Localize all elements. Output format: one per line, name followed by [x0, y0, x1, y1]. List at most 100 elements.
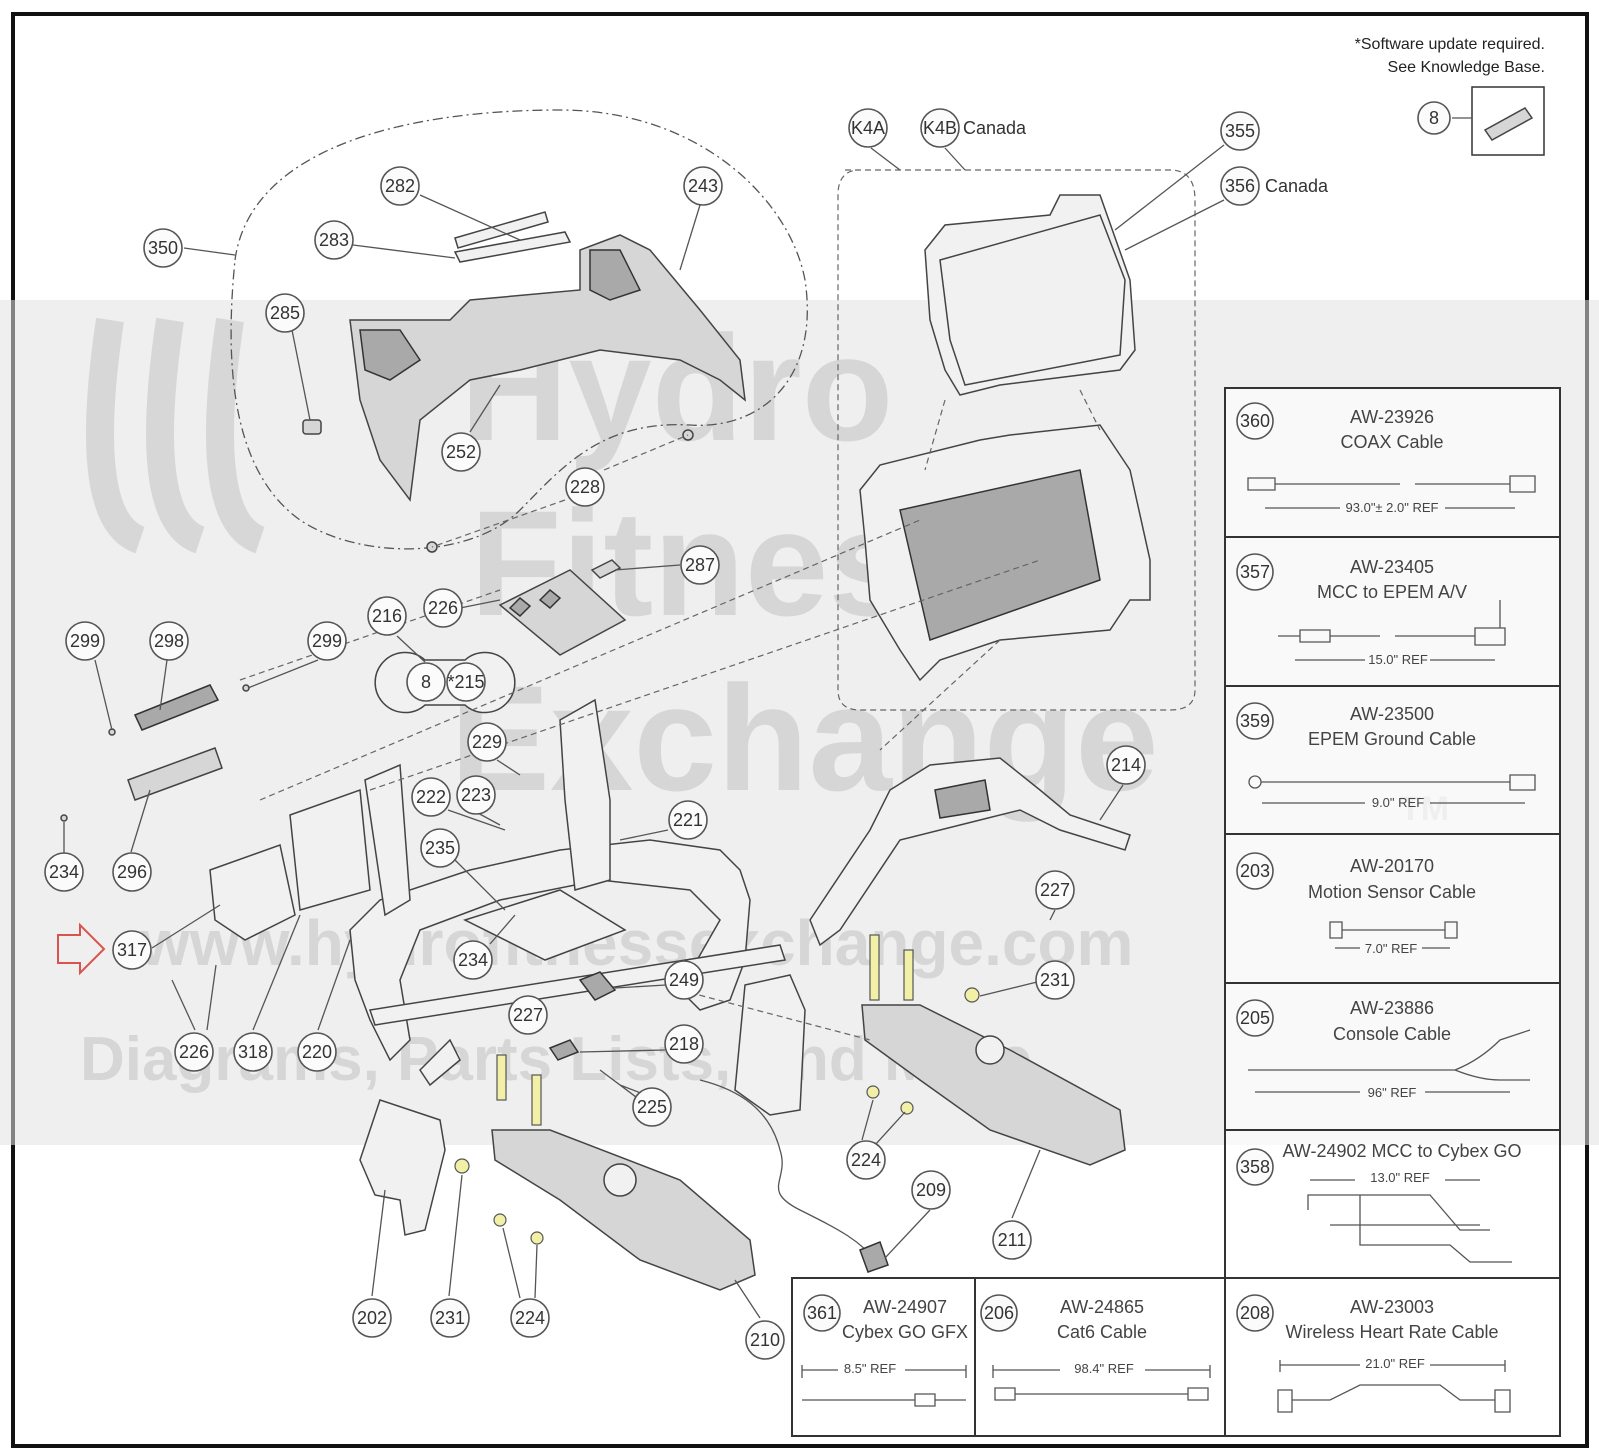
callout-299-left-label: 299 — [70, 631, 100, 651]
callout-209-label: 209 — [916, 1180, 946, 1200]
cable-row-360-name: COAX Cable — [1340, 432, 1443, 452]
handlebar-display — [934, 779, 991, 819]
callout-8: 8 — [406, 662, 446, 702]
pedal-link — [419, 1038, 461, 1087]
callout-224-left: 224 — [510, 1298, 550, 1338]
cable-209 — [699, 1079, 881, 1266]
callout-231-right-label: 231 — [1040, 970, 1070, 990]
callout-202: 202 — [352, 1298, 392, 1338]
callout-k4b: K4B — [920, 108, 960, 148]
cable-row-206-part: AW-24865 — [1060, 1297, 1144, 1317]
highlight-arrow-icon — [57, 922, 106, 976]
callout-318: 318 — [233, 1032, 273, 1072]
nut-224b — [530, 1231, 544, 1245]
callout-8-usb-label: 8 — [1429, 108, 1439, 128]
callout-249: 249 — [664, 960, 704, 1000]
sticker-283 — [453, 231, 572, 263]
callout-231-right: 231 — [1035, 960, 1075, 1000]
pedal-202 — [359, 1099, 446, 1236]
cable-208-drawing — [1277, 1384, 1511, 1413]
callout-285-label: 285 — [270, 303, 300, 323]
cable-row-358: 358 AW-24902 MCC to Cybex GO 13.0" REF — [1236, 1141, 1522, 1263]
cable-row-203-name: Motion Sensor Cable — [1308, 882, 1476, 902]
bottom-table-border — [791, 1277, 1561, 1437]
cable-row-206-num: 206 — [984, 1303, 1014, 1323]
callout-350: 350 — [143, 228, 183, 268]
callout-220-label: 220 — [302, 1042, 332, 1062]
switch-249 — [578, 971, 617, 1001]
cable-row-205-part: AW-23886 — [1350, 998, 1434, 1018]
software-note-line2: See Knowledge Base. — [1388, 59, 1545, 76]
display-overlay-inner — [939, 214, 1126, 386]
callout-252-label: 252 — [446, 442, 476, 462]
cable-361-drawing — [802, 1393, 966, 1407]
callout-226-top-label: 226 — [428, 598, 458, 618]
cable-row-208-num: 208 — [1240, 1303, 1270, 1323]
cable-row-359: 359 AW-23500 EPEM Ground Cable 9.0" REF — [1236, 702, 1536, 810]
callout-298-label: 298 — [154, 631, 184, 651]
callout-210: 210 — [745, 1320, 785, 1360]
cable-row-208-part: AW-23003 — [1350, 1297, 1434, 1317]
usb-stick — [1483, 107, 1534, 141]
callout-350-label: 350 — [148, 238, 178, 258]
callout-223: 223 — [456, 775, 496, 815]
cable-row-357-name: MCC to EPEM A/V — [1317, 582, 1467, 602]
callout-318-label: 318 — [238, 1042, 268, 1062]
callout-298: 298 — [149, 621, 189, 661]
cable-row-206-name: Cat6 Cable — [1057, 1322, 1147, 1342]
nut-224d — [900, 1101, 914, 1115]
console-screen — [899, 469, 1101, 641]
bolt-231a — [454, 1158, 470, 1174]
callout-229-label: 229 — [472, 732, 502, 752]
upper-shroud-part — [349, 234, 746, 502]
callout-317-label: 317 — [117, 940, 147, 960]
callout-228-label: 228 — [570, 477, 600, 497]
callout-299-right-label: 299 — [312, 631, 342, 651]
bolt-227c — [869, 934, 880, 1001]
cable-row-358-ref: 13.0" REF — [1370, 1170, 1430, 1185]
cable-row-361: 361 AW-24907 Cybex GO GFX 8.5" REF — [801, 1294, 968, 1407]
callout-299-left: 299 — [65, 621, 105, 661]
callout-317: 317 — [112, 930, 152, 970]
callout-k4b-label: K4B — [923, 118, 957, 138]
callout-282-label: 282 — [385, 176, 415, 196]
handlebar-214 — [809, 757, 1131, 947]
callout-222: 222 — [411, 777, 451, 817]
callout-218: 218 — [664, 1024, 704, 1064]
callout-283: 283 — [314, 220, 354, 260]
callout-214: 214 — [1106, 745, 1146, 785]
clip-209 — [859, 1241, 889, 1273]
callout-252: 252 — [441, 432, 481, 472]
shroud-group-outline — [230, 109, 808, 550]
cable-row-360-ref: 93.0"± 2.0" REF — [1346, 500, 1439, 515]
cable-row-359-num: 359 — [1240, 711, 1270, 731]
tray-234 — [463, 889, 627, 961]
watermark-brand-line-3: Exchange — [450, 654, 1159, 822]
cable-row-359-part: AW-23500 — [1350, 704, 1434, 724]
callout-234-left-label: 234 — [49, 862, 79, 882]
arm-210-grip — [603, 1163, 637, 1197]
callout-356-label: 356 — [1225, 176, 1255, 196]
callout-356: 356 — [1220, 166, 1260, 206]
callout-227-right: 227 — [1035, 870, 1075, 910]
cable-row-360-num: 360 — [1240, 411, 1270, 431]
cable-row-358-title: AW-24902 MCC to Cybex GO — [1282, 1141, 1521, 1161]
bolt-227d — [903, 949, 914, 1001]
callout-299-right: 299 — [307, 621, 347, 661]
callout-224-right-label: 224 — [851, 1150, 881, 1170]
cable-203-drawing — [1329, 921, 1458, 939]
callout-215: *215 — [446, 662, 486, 702]
callout-8-label: 8 — [421, 672, 431, 692]
bolt-227b — [531, 1074, 542, 1126]
cable-360-drawing — [1247, 475, 1536, 493]
cable-row-208: 208 AW-23003 Wireless Heart Rate Cable 2… — [1236, 1294, 1511, 1413]
callout-225-label: 225 — [637, 1097, 667, 1117]
cable-row-205-name: Console Cable — [1333, 1024, 1451, 1044]
callout-220: 220 — [297, 1032, 337, 1072]
callout-222-label: 222 — [416, 787, 446, 807]
callout-k4a: K4A — [848, 108, 888, 148]
callout-216-label: 216 — [372, 606, 402, 626]
usb-box — [1471, 86, 1545, 156]
watermark-logo-mark — [86, 317, 266, 554]
callout-355-label: 355 — [1225, 121, 1255, 141]
